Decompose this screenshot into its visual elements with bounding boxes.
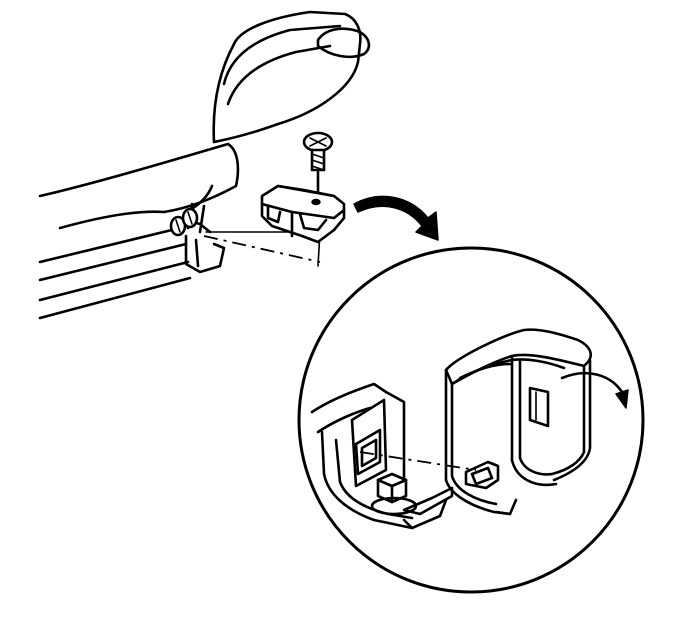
retaining-bolt	[370, 472, 418, 516]
removal-arrow	[353, 195, 439, 241]
rotation-arrow	[560, 371, 629, 409]
magnifier-detail-circle	[297, 246, 645, 594]
seat-cushion	[38, 10, 371, 230]
alignment-line-detail	[359, 451, 477, 471]
track-cover-clip	[260, 184, 346, 244]
track-fasteners	[169, 207, 199, 237]
screw	[302, 131, 334, 202]
detail-track-cover-clip	[444, 328, 592, 516]
